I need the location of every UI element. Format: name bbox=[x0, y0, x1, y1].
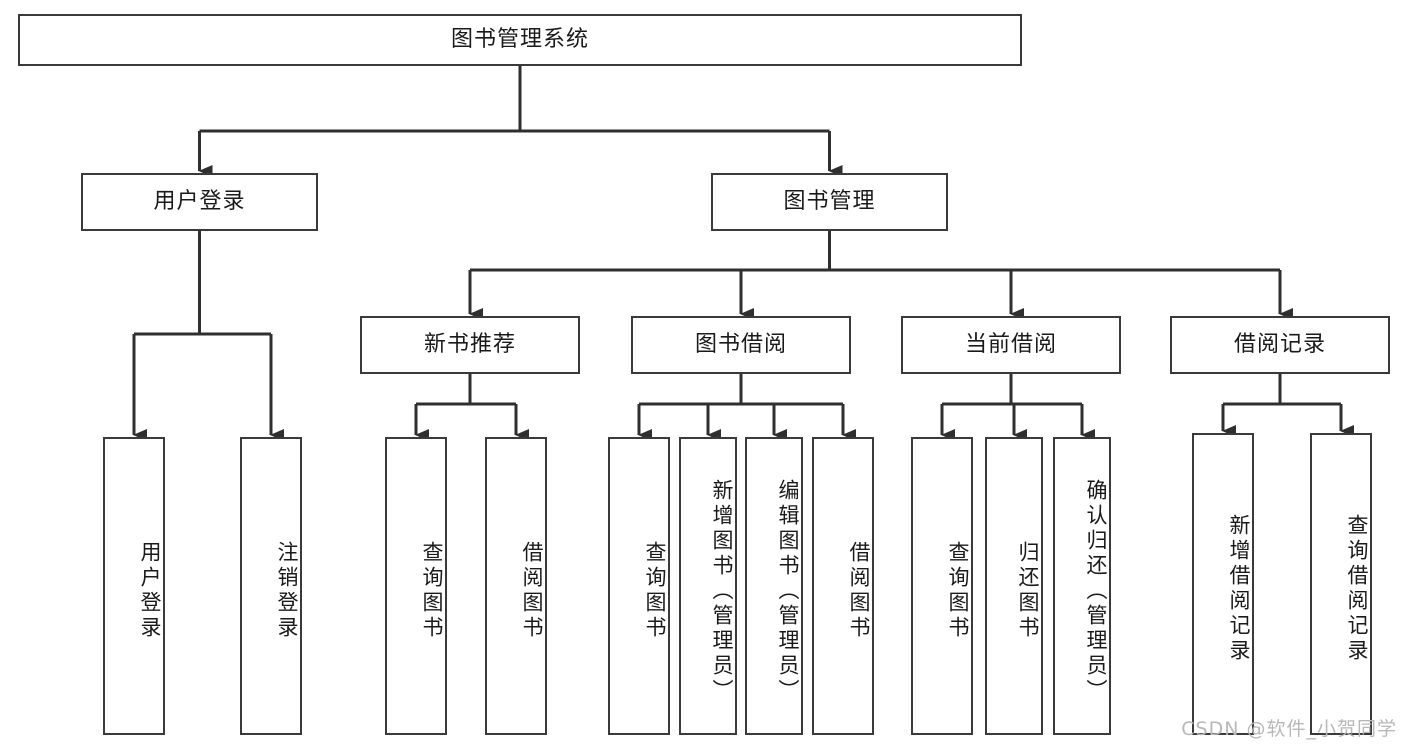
node-label: 查询借阅记录 bbox=[1345, 514, 1369, 664]
leaf-node-借阅图书-7: 借阅图书 bbox=[812, 437, 874, 735]
leaf-node-查询图书-8: 查询图书 bbox=[911, 437, 973, 735]
node-label: 查询图书 bbox=[643, 541, 667, 641]
branch-node-借阅记录-13: 借阅记录 bbox=[1170, 316, 1390, 374]
leaf-node-归还图书-9: 归还图书 bbox=[985, 437, 1043, 735]
leaf-node-借阅图书-3: 借阅图书 bbox=[485, 437, 547, 735]
branch-node-用户登录-0: 用户登录 bbox=[81, 173, 318, 231]
node-label: 借阅图书 bbox=[847, 541, 871, 641]
leaf-node-新增借阅记录-11: 新增借阅记录 bbox=[1192, 433, 1254, 735]
leaf-node-新增图书管理员-5: 新增图书（管理员） bbox=[679, 437, 737, 735]
node-label: 查询图书 bbox=[946, 541, 970, 641]
node-label: 借阅图书 bbox=[520, 541, 544, 641]
root-node-图书管理系统: 图书管理系统 bbox=[18, 14, 1022, 66]
node-label: 图书管理 bbox=[783, 189, 876, 215]
node-label: 借阅记录 bbox=[1233, 332, 1326, 358]
node-label: 新增借阅记录 bbox=[1227, 514, 1251, 664]
leaf-node-查询借阅记录-12: 查询借阅记录 bbox=[1310, 433, 1372, 735]
node-label: 查询图书 bbox=[420, 541, 444, 641]
node-label: 注销登录 bbox=[275, 541, 299, 641]
leaf-node-查询图书-2: 查询图书 bbox=[385, 437, 447, 735]
node-label: 用户登录 bbox=[153, 189, 246, 215]
node-label: 用户登录 bbox=[138, 541, 162, 641]
node-label: 新增图书（管理员） bbox=[710, 478, 734, 704]
node-label: 编辑图书（管理员） bbox=[776, 478, 800, 704]
watermark: CSDN @软件_小贺同学 bbox=[1181, 718, 1397, 740]
node-label: 当前借阅 bbox=[964, 332, 1057, 358]
branch-node-新书推荐-10: 新书推荐 bbox=[360, 316, 580, 374]
node-label: 图书借阅 bbox=[694, 332, 787, 358]
leaf-node-编辑图书管理员-6: 编辑图书（管理员） bbox=[745, 437, 803, 735]
leaf-node-用户登录-0: 用户登录 bbox=[103, 437, 165, 735]
node-label: 图书管理系统 bbox=[450, 27, 589, 53]
leaf-node-确认归还管理员-10: 确认归还（管理员） bbox=[1053, 437, 1111, 735]
branch-node-图书借阅-11: 图书借阅 bbox=[631, 316, 851, 374]
leaf-node-注销登录-1: 注销登录 bbox=[240, 437, 302, 735]
node-label: 新书推荐 bbox=[423, 332, 516, 358]
branch-node-当前借阅-12: 当前借阅 bbox=[901, 316, 1121, 374]
branch-node-图书管理-1: 图书管理 bbox=[711, 173, 948, 231]
node-label: 确认归还（管理员） bbox=[1084, 478, 1108, 704]
leaf-node-查询图书-4: 查询图书 bbox=[608, 437, 670, 735]
node-label: 归还图书 bbox=[1016, 541, 1040, 641]
